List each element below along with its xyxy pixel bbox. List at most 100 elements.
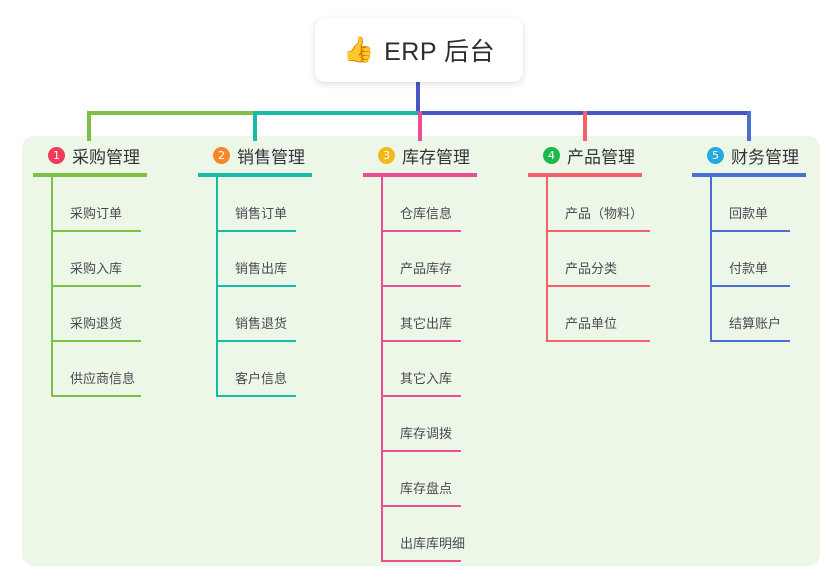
leaf-item[interactable]: 销售订单 <box>218 177 312 232</box>
leaf-rule <box>383 395 461 397</box>
column-spine-inventory <box>381 177 383 562</box>
leaf-label: 其它出库 <box>400 316 453 331</box>
leaf-label: 客户信息 <box>235 371 288 386</box>
leaf-item[interactable]: 仓库信息 <box>383 177 477 232</box>
column-badge-product: 4 <box>543 146 560 164</box>
leaf-rule <box>53 230 141 232</box>
leaf-item[interactable]: 其它出库 <box>383 287 477 342</box>
leaf-label: 仓库信息 <box>400 206 453 221</box>
leaf-rule <box>53 340 141 342</box>
leaf-rule <box>218 395 296 397</box>
leaf-label: 其它入库 <box>400 371 453 386</box>
leaf-label: 回款单 <box>729 206 769 221</box>
leaf-rule <box>383 560 461 562</box>
column-rule-inventory <box>363 173 477 177</box>
column-rule-sales <box>198 173 312 177</box>
leaf-item[interactable]: 产品库存 <box>383 232 477 287</box>
root-title: ERP 后台 <box>384 38 496 66</box>
leaf-item[interactable]: 销售出库 <box>218 232 312 287</box>
column-rule-product <box>528 173 642 177</box>
drop-procurement <box>87 111 91 141</box>
leaf-item[interactable]: 结算账户 <box>712 287 806 342</box>
leaf-item[interactable]: 回款单 <box>712 177 806 232</box>
leaf-item[interactable]: 库存盘点 <box>383 452 477 507</box>
column-rule-finance <box>692 173 806 177</box>
leaf-rule <box>218 230 296 232</box>
leaf-label: 出库库明细 <box>400 536 466 551</box>
leaf-item[interactable]: 销售退货 <box>218 287 312 342</box>
column-spine-procurement <box>51 177 53 397</box>
leaf-label: 产品库存 <box>400 261 453 276</box>
column-inventory: 3 库存管理仓库信息产品库存其它出库其它入库库存调拨库存盘点出库库明细 <box>363 142 477 562</box>
column-badge-sales: 2 <box>213 146 230 164</box>
leaf-item[interactable]: 供应商信息 <box>53 342 147 397</box>
leaf-rule <box>383 450 461 452</box>
column-items-inventory: 仓库信息产品库存其它出库其它入库库存调拨库存盘点出库库明细 <box>363 177 477 562</box>
column-badge-procurement: 1 <box>48 146 65 164</box>
leaf-label: 结算账户 <box>729 316 782 331</box>
leaf-item[interactable]: 产品分类 <box>548 232 650 287</box>
leaf-item[interactable]: 产品单位 <box>548 287 650 342</box>
leaf-rule <box>218 340 296 342</box>
leaf-label: 产品单位 <box>565 316 618 331</box>
column-items-finance: 回款单付款单结算账户 <box>692 177 806 342</box>
drop-sales <box>253 111 257 141</box>
leaf-item[interactable]: 其它入库 <box>383 342 477 397</box>
leaf-item[interactable]: 库存调拨 <box>383 397 477 452</box>
column-title-product: 产品管理 <box>567 147 635 167</box>
leaf-rule <box>383 340 461 342</box>
column-badge-inventory: 3 <box>378 146 395 164</box>
root-node-card[interactable]: 👍 ERP 后台 <box>315 18 523 82</box>
column-title-inventory: 库存管理 <box>402 147 470 167</box>
leaf-rule <box>712 340 790 342</box>
column-header-inventory[interactable]: 3 库存管理 <box>363 142 477 168</box>
drop-finance <box>747 111 751 141</box>
leaf-item[interactable]: 采购退货 <box>53 287 147 342</box>
leaf-rule <box>218 285 296 287</box>
column-spine-sales <box>216 177 218 397</box>
column-product: 4 产品管理产品（物料） 产品分类产品单位 <box>528 142 650 342</box>
leaf-label: 付款单 <box>729 261 769 276</box>
leaf-label: 采购入库 <box>70 261 123 276</box>
leaf-label: 采购退货 <box>70 316 123 331</box>
leaf-label: 供应商信息 <box>70 371 136 386</box>
column-items-product: 产品（物料） 产品分类产品单位 <box>528 177 650 342</box>
column-items-sales: 销售订单销售出库销售退货客户信息 <box>198 177 312 397</box>
column-spine-finance <box>710 177 712 342</box>
connector-bus-segment-1 <box>253 111 419 115</box>
leaf-rule <box>383 505 461 507</box>
column-title-sales: 销售管理 <box>237 147 305 167</box>
leaf-label: 库存调拨 <box>400 426 453 441</box>
column-items-procurement: 采购订单采购入库采购退货供应商信息 <box>33 177 147 397</box>
leaf-label: 产品（物料） <box>565 206 644 221</box>
column-sales: 2 销售管理销售订单销售出库销售退货客户信息 <box>198 142 312 397</box>
leaf-item[interactable]: 出库库明细 <box>383 507 477 562</box>
leaf-rule <box>53 395 141 397</box>
leaf-item[interactable]: 产品（物料） <box>548 177 650 232</box>
leaf-item[interactable]: 采购入库 <box>53 232 147 287</box>
leaf-rule <box>548 340 650 342</box>
leaf-label: 产品分类 <box>565 261 618 276</box>
leaf-rule <box>53 285 141 287</box>
leaf-item[interactable]: 付款单 <box>712 232 806 287</box>
column-spine-product <box>546 177 548 342</box>
leaf-rule <box>712 230 790 232</box>
thumbs-up-icon: 👍 <box>342 35 375 64</box>
leaf-label: 销售退货 <box>235 316 288 331</box>
leaf-label: 销售订单 <box>235 206 288 221</box>
leaf-rule <box>548 230 650 232</box>
column-header-product[interactable]: 4 产品管理 <box>528 142 642 168</box>
leaf-item[interactable]: 客户信息 <box>218 342 312 397</box>
drop-inventory <box>418 111 422 141</box>
column-header-sales[interactable]: 2 销售管理 <box>198 142 312 168</box>
leaf-item[interactable]: 采购订单 <box>53 177 147 232</box>
leaf-rule <box>383 285 461 287</box>
leaf-rule <box>548 285 650 287</box>
diagram-panel <box>22 136 820 566</box>
leaf-label: 库存盘点 <box>400 481 453 496</box>
drop-product <box>583 111 587 141</box>
connector-bus-segment-0 <box>87 111 254 115</box>
